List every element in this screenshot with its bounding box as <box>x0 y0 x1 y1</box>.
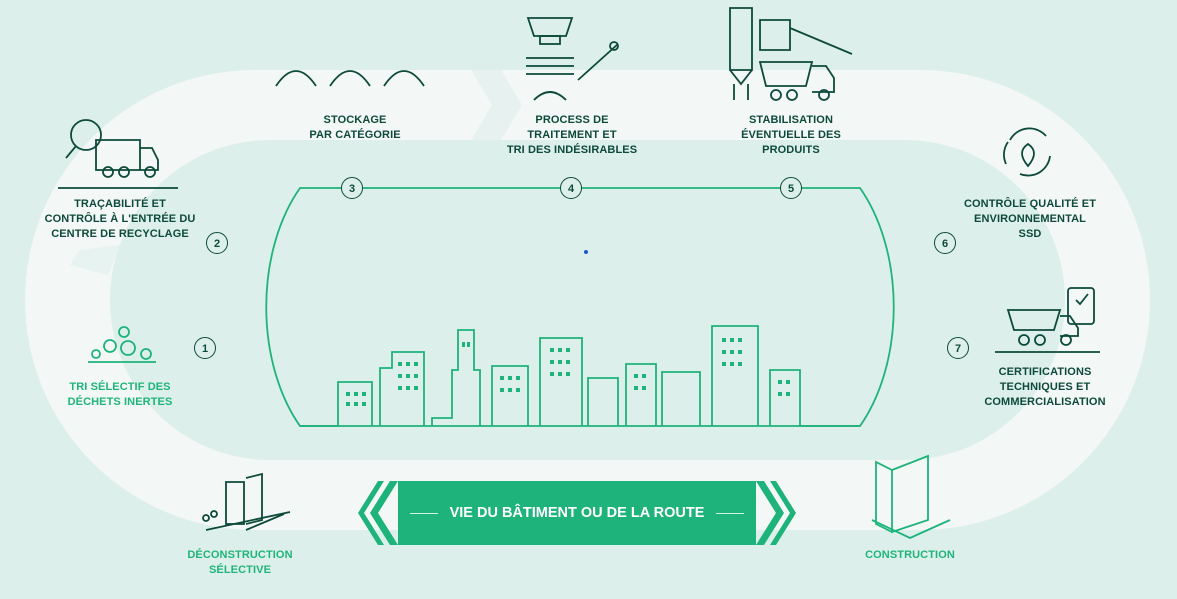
marker-dot <box>584 250 588 254</box>
step-tracabilite-label: TRAÇABILITÉ ET CONTRÔLE À L'ENTRÉE DU CE… <box>44 198 196 240</box>
banner-rule-right <box>716 512 745 514</box>
step-number-4: 4 <box>560 177 582 199</box>
step-number-6: 6 <box>934 232 956 254</box>
step-stockage-label: STOCKAGE PAR CATÉGORIE <box>309 114 401 141</box>
certified-truck-icon <box>995 287 1100 353</box>
step-number-1: 1 <box>194 337 216 359</box>
rubble-icon <box>88 326 156 363</box>
city-skyline-icon <box>300 325 860 427</box>
banner-left-chevrons <box>358 481 398 545</box>
outer-ring <box>25 70 1150 530</box>
recycle-leaf-icon <box>1003 127 1051 177</box>
skyline-windows <box>346 338 790 406</box>
construction-label: CONSTRUCTION <box>865 549 955 561</box>
step-controle-label: CONTRÔLE QUALITÉ ET ENVIRONNEMENTAL SSD <box>963 198 1097 240</box>
ring-arrow <box>470 68 522 142</box>
deconstruction-label: DÉCONSTRUCTION SÉLECTIVE <box>187 549 293 576</box>
truck-inspection-icon <box>58 119 178 189</box>
demolition-icon <box>202 472 291 531</box>
conveyor-sieve-icon <box>526 17 619 101</box>
ring-arrow <box>70 245 120 275</box>
banner-text: VIE DU BÂTIMENT OU DE LA ROUTE <box>449 505 705 521</box>
step-process-label: PROCESS DE TRAITEMENT ET TRI DES INDÉSIR… <box>506 114 638 156</box>
tri-selectif-label: TRI SÉLECTIF DES DÉCHETS INERTES <box>67 381 173 408</box>
silo-truck-icon <box>729 7 853 101</box>
step-number-2: 2 <box>206 232 228 254</box>
step-number-5: 5 <box>780 177 802 199</box>
step-stabilisation-label: STABILISATION ÉVENTUELLE DES PRODUITS <box>741 114 841 156</box>
building-icon <box>871 454 951 539</box>
life-cycle-banner: VIE DU BÂTIMENT OU DE LA ROUTE <box>398 481 756 545</box>
step-number-3: 3 <box>341 177 363 199</box>
banner-rule-left <box>409 512 438 514</box>
banner-right-chevrons <box>756 481 796 545</box>
sand-piles-icon <box>275 70 425 87</box>
step-certifications-label: CERTIFICATIONS TECHNIQUES ET COMMERCIALI… <box>984 366 1106 408</box>
step-number-7: 7 <box>947 337 969 359</box>
